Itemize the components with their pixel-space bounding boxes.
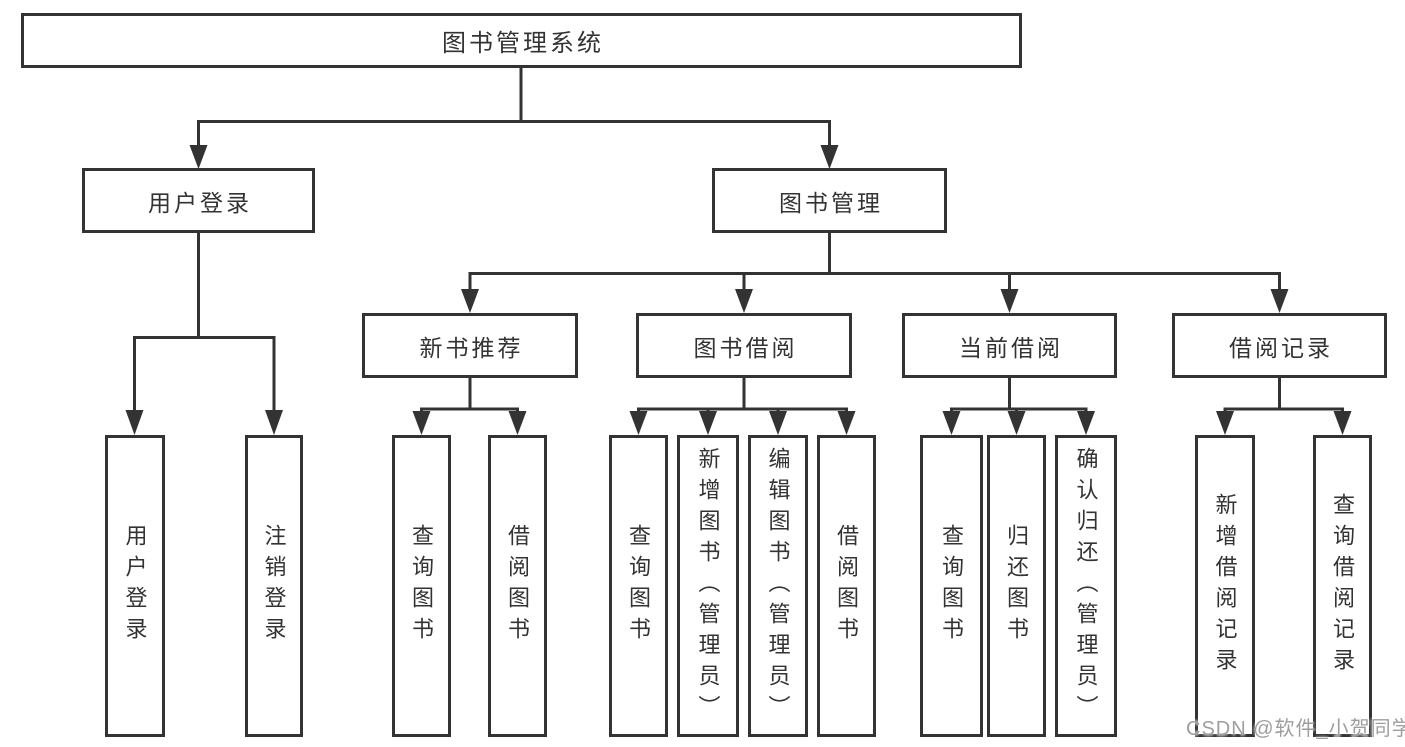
leaf-query-books-current: 查询图书 [920,435,983,737]
leaf-label: 查询图书 [409,524,435,648]
leaf-user-login: 用户登录 [105,435,165,737]
node-book-management: 图书管理 [712,168,947,233]
leaf-borrow-books: 借阅图书 [817,435,876,737]
watermark: CSDN @软件_小贺同学 [1186,718,1405,740]
leaf-label: 用户登录 [122,524,148,648]
node-label: 当前借阅 [959,334,1063,361]
leaf-label: 查询图书 [626,524,652,648]
leaf-label: 查询借阅记录 [1330,493,1356,679]
node-label: 图书借阅 [693,334,798,361]
leaf-label: 新增图书（管理员） [695,446,721,726]
node-label: 图书管理 [779,189,883,216]
leaf-label: 注销登录 [261,524,287,648]
leaf-label: 新增借阅记录 [1212,493,1238,679]
leaf-label: 确认归还（管理员） [1073,446,1099,726]
leaf-confirm-return-admin: 确认归还（管理员） [1055,435,1117,737]
node-label: 图书管理系统 [442,30,604,57]
node-current-borrowing: 当前借阅 [902,313,1117,378]
leaf-label: 编辑图书（管理员） [765,446,791,726]
leaf-label: 归还图书 [1004,524,1030,648]
node-user-login: 用户登录 [82,168,315,233]
node-label: 用户登录 [148,189,252,216]
leaf-query-borrow-record: 查询借阅记录 [1313,435,1372,737]
node-library-management-system: 图书管理系统 [21,13,1022,68]
leaf-edit-books-admin: 编辑图书（管理员） [748,435,808,737]
node-label: 新书推荐 [419,334,524,361]
leaf-label: 借阅图书 [834,524,860,648]
node-book-borrowing: 图书借阅 [636,313,852,378]
leaf-add-books-admin: 新增图书（管理员） [677,435,739,737]
leaf-return-books: 归还图书 [987,435,1046,737]
leaf-add-borrow-record: 新增借阅记录 [1195,435,1255,737]
leaf-logout: 注销登录 [245,435,303,737]
leaf-label: 借阅图书 [505,524,531,648]
leaf-label: 查询图书 [939,524,965,648]
leaf-query-books-recommend: 查询图书 [392,435,451,737]
node-borrowing-records: 借阅记录 [1172,313,1387,378]
node-label: 借阅记录 [1229,334,1333,361]
leaf-query-books-borrow: 查询图书 [609,435,668,737]
node-new-book-recommendation: 新书推荐 [362,313,578,378]
leaf-borrow-books-recommend: 借阅图书 [488,435,547,737]
